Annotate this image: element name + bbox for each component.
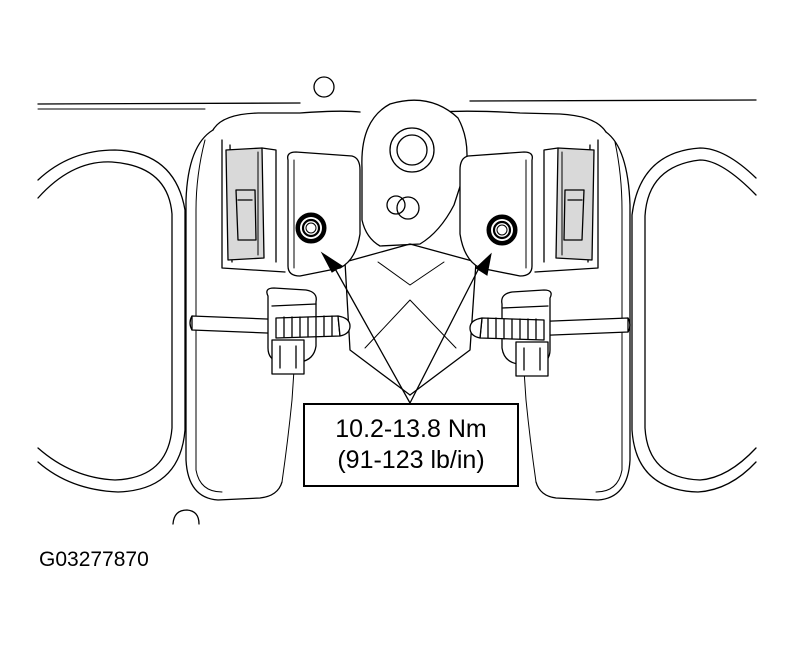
right-intake-port <box>631 147 757 493</box>
right-flap-plate <box>459 151 533 277</box>
left-flap-plate <box>287 151 361 277</box>
left-adjuster <box>189 287 351 375</box>
figure-id-label: G03277870 <box>39 548 149 571</box>
center-linkage <box>344 243 477 396</box>
leader-lines <box>320 251 492 404</box>
center-bracket <box>361 99 468 247</box>
top-edge-line <box>37 102 301 105</box>
torque-callout: 10.2-13.8 Nm (91-123 lb/in) <box>303 403 519 487</box>
left-intake-port <box>37 149 186 493</box>
right-adjuster <box>469 289 631 377</box>
torque-lbin-label: (91-123 lb/in) <box>337 446 485 474</box>
torque-nm-label: 10.2-13.8 Nm <box>335 415 487 443</box>
left-bolt <box>295 212 327 244</box>
top-locating-circle <box>313 76 335 98</box>
right-housing <box>439 110 631 501</box>
left-housing <box>185 110 361 501</box>
bottom-locating-arc <box>172 509 200 525</box>
top-edge-line-right <box>469 99 757 102</box>
right-bolt <box>486 214 518 246</box>
